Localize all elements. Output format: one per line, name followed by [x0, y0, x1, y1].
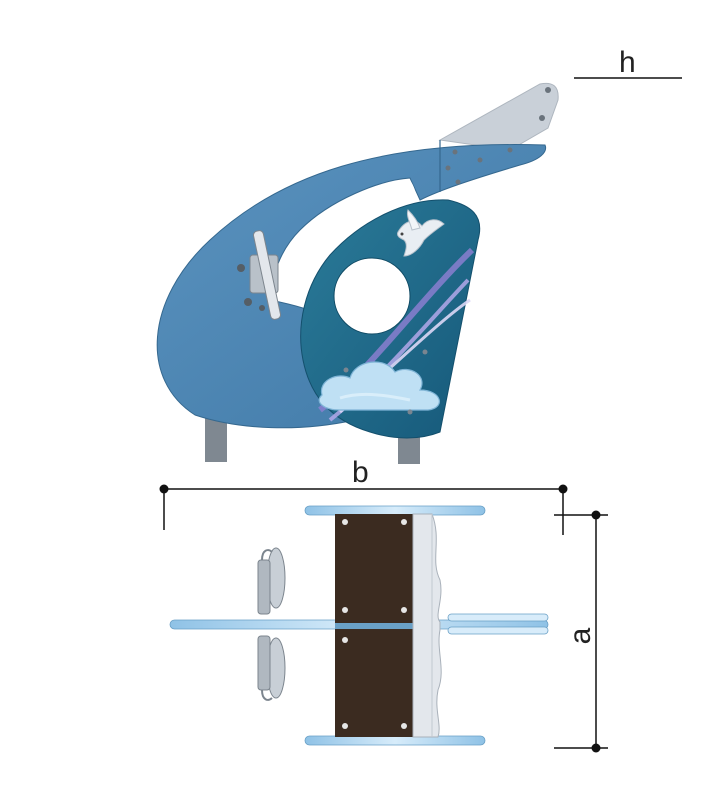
panel-porthole: [333, 257, 411, 335]
cloud-icon: [318, 361, 440, 411]
top-side-plate: [304, 505, 486, 516]
width-label: b: [352, 456, 369, 489]
dimension-annotations: [163, 77, 682, 749]
tail-plate: [447, 613, 549, 622]
panel-edge: [412, 513, 442, 738]
bird-icon: [397, 209, 445, 257]
tail-wing: [438, 82, 559, 151]
depth-label: a: [564, 627, 597, 644]
handle-assembly: [257, 547, 286, 701]
side-view: [156, 82, 559, 464]
steering-handle-icon: [237, 230, 282, 320]
top-view: [169, 505, 549, 746]
height-label: h: [619, 46, 636, 79]
window-opening: [270, 180, 416, 300]
bottom-side-plate: [304, 735, 486, 746]
